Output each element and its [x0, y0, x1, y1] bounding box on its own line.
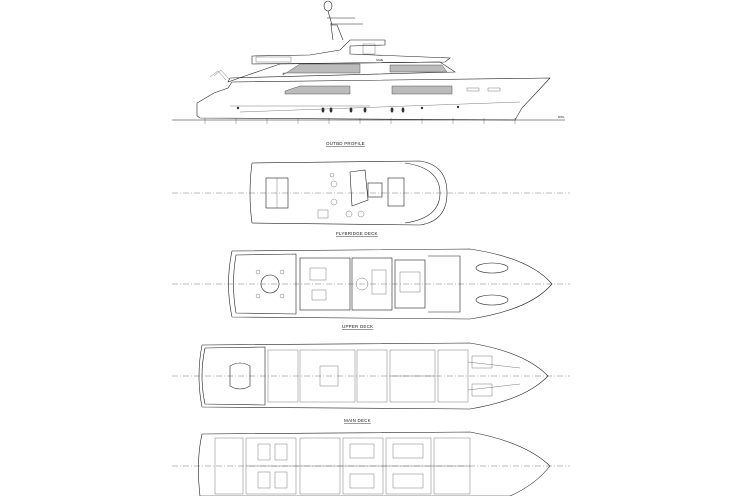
upper-deck-label: UPPER DECK	[342, 324, 373, 329]
flybridge-deck-view: FLYBRIDGE DECK	[172, 160, 570, 236]
flybridge-deck-label: FLYBRIDGE DECK	[336, 231, 378, 236]
lower-deck-view	[172, 431, 570, 496]
main-deck-view: MAIN DECK	[172, 342, 570, 423]
outboard-profile-view: NAME DWL OUTBD PROFILE	[172, 0, 565, 146]
vessel-name-mark: NAME	[376, 59, 384, 62]
main-deck-label: MAIN DECK	[344, 418, 371, 423]
upper-deck-view: UPPER DECK	[172, 248, 570, 329]
waterline-mark: DWL	[558, 115, 565, 119]
outboard-profile-label: OUTBD PROFILE	[326, 141, 365, 146]
